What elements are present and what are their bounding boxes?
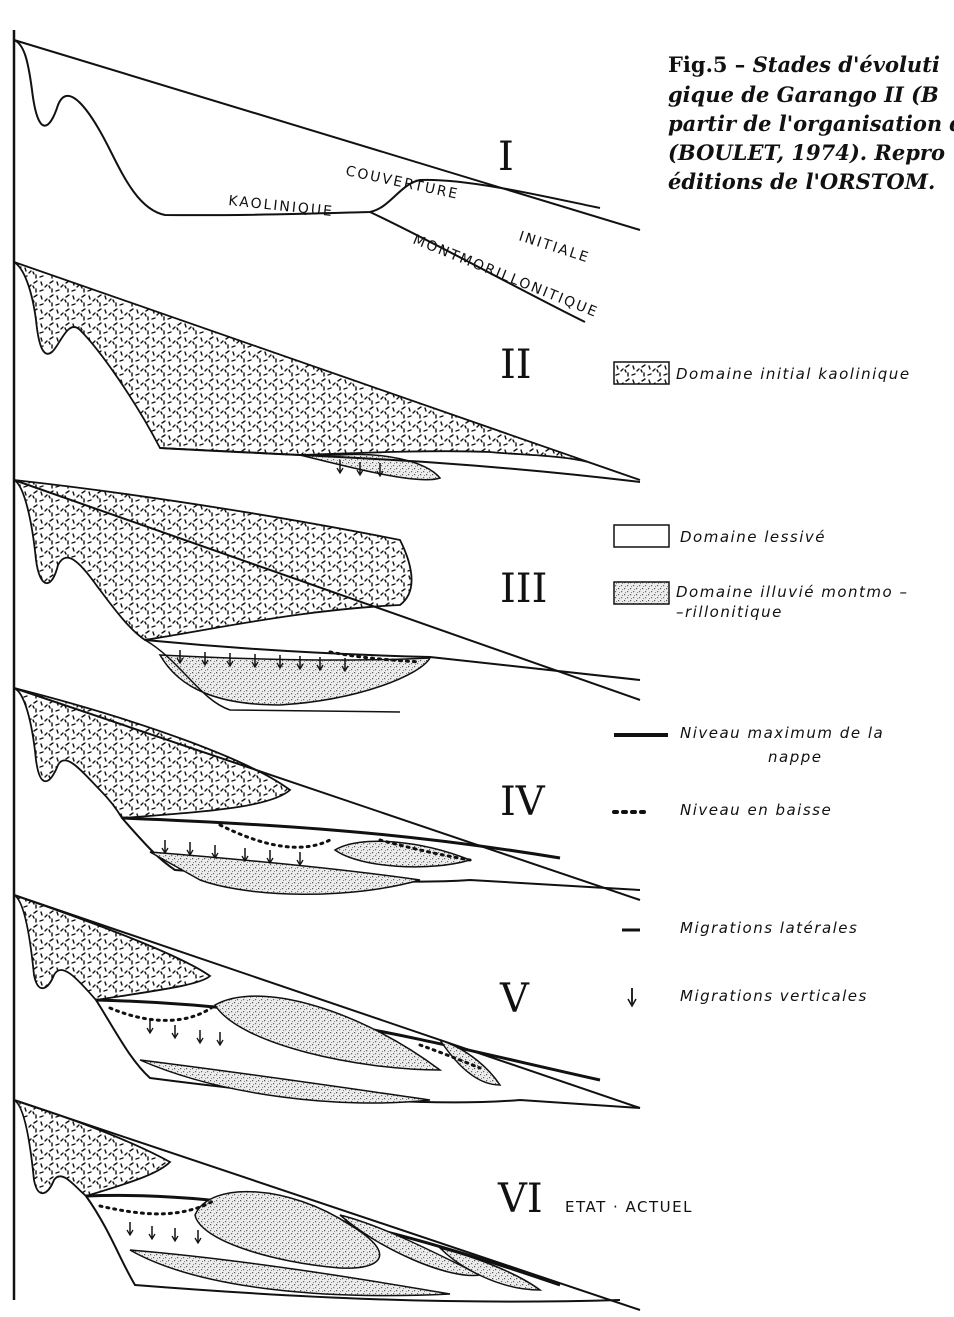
stage-numeral-6: VI (497, 1176, 543, 1222)
vertical-migration-arrow (242, 848, 248, 861)
stage-3-profile: III (14, 480, 640, 712)
stage-numeral-1: I (498, 134, 514, 180)
vertical-migration-arrow (195, 1230, 201, 1243)
vertical-migration-arrow (162, 840, 168, 853)
stage-5-profile: V (14, 895, 640, 1108)
legend-label-nappe-1: Niveau maximum de la (680, 724, 884, 742)
stage-1-profile: COUVERTURE KAOLINIQUE INITIALE MONTMORIL… (14, 40, 640, 322)
legend-label-illuvie-1: Domaine illuvié montmo – (676, 583, 909, 601)
vertical-migration-arrow (172, 1228, 178, 1241)
legend-label-verticales: Migrations verticales (680, 987, 868, 1005)
vertical-migration-arrow (187, 842, 193, 855)
legend-label-baisse: Niveau en baisse (680, 801, 832, 819)
label-kaolinique: KAOLINIQUE (228, 193, 335, 220)
stage-numeral-2: II (500, 342, 532, 388)
stage-numeral-3: III (500, 566, 547, 612)
legend-label-laterales: Migrations latérales (680, 919, 858, 937)
vertical-migration-arrow (297, 852, 303, 865)
vertical-migration-arrow (217, 1032, 223, 1045)
legend-label-illuvie-2: –rillonitique (676, 603, 783, 621)
legend-label-kaolinique: Domaine initial kaolinique (676, 365, 911, 383)
legend-symbol-verticales-arrow (628, 988, 636, 1006)
stage-4-profile: IV (14, 688, 640, 900)
legend-swatch-lessive (614, 525, 669, 547)
vertical-migration-arrow (147, 1020, 153, 1033)
legend-swatch-kaolinique (614, 362, 669, 384)
legend: Domaine initial kaolinique Domaine lessi… (614, 362, 911, 1006)
legend-label-lessive: Domaine lessivé (680, 528, 826, 546)
label-etat-actuel: ETAT · ACTUEL (565, 1198, 693, 1216)
stage-6-profile: VI ETAT · ACTUEL (14, 1100, 693, 1310)
legend-label-nappe-2: nappe (768, 748, 822, 766)
legend-swatch-illuvie (614, 582, 669, 604)
label-initiale: INITIALE (517, 229, 592, 267)
vertical-migration-arrow (197, 1030, 203, 1043)
vertical-migration-arrow (172, 1025, 178, 1038)
stage-numeral-4: IV (500, 779, 546, 825)
vertical-migration-arrow (127, 1222, 133, 1235)
vertical-migration-arrow (149, 1226, 155, 1239)
vertical-migration-arrow (212, 845, 218, 858)
stage-numeral-5: V (499, 976, 530, 1022)
vertical-migration-arrow (267, 850, 273, 863)
